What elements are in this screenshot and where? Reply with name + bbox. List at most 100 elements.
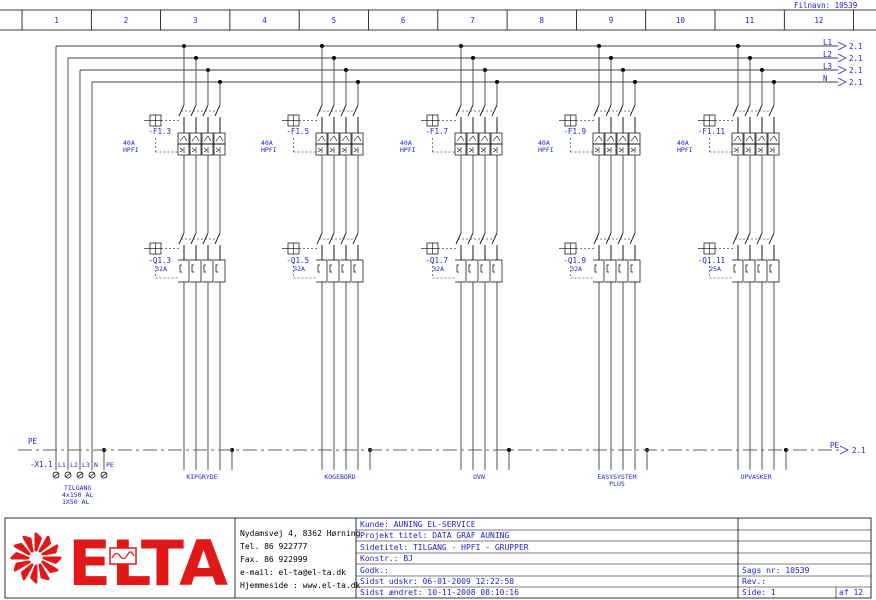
- column-number: 6: [401, 16, 406, 25]
- elta-logo-icon: ELTA: [10, 527, 228, 600]
- pe-arrow-icon: [839, 445, 849, 455]
- column-number: 8: [539, 16, 544, 25]
- rcd-name: -F1.11: [698, 127, 725, 136]
- column-number: 1: [54, 16, 59, 25]
- load-label: KIPGRYDE: [186, 473, 217, 481]
- breaker-rating: 25A: [709, 265, 721, 273]
- field-konstr: Konstr.: BJ: [360, 554, 413, 563]
- terminal-feeders: [55, 46, 106, 470]
- load-label: EASYSYSTEM: [597, 473, 636, 481]
- breaker-name: -Q1.7: [425, 256, 448, 265]
- arrow-icon: [837, 53, 847, 63]
- column-number: 7: [470, 16, 475, 25]
- terminal-label: N: [94, 461, 98, 469]
- terminal-name: -X1.1: [30, 460, 53, 469]
- field-projekt: Projekt titel: DATA GRAF AUNING: [360, 531, 509, 540]
- terminal-label: PE: [106, 461, 114, 469]
- busbar-label: L1: [823, 38, 832, 47]
- rcd-rating: 40A: [123, 139, 135, 147]
- terminal-note-3: 1X50 AL: [62, 498, 89, 506]
- column-number: 3: [193, 16, 198, 25]
- address-web: Hjemmeside : www.el-ta.dk: [240, 581, 361, 590]
- rcd-name: -F1.5: [286, 127, 309, 136]
- rcd-rating: 40A: [400, 139, 412, 147]
- address-street: Nydamsvej 4, 8362 Hørning: [240, 529, 361, 538]
- terminal-icon: [88, 471, 96, 479]
- rcd-rating: 40A: [261, 139, 273, 147]
- title-block: ELTA Nydamsvej 4, 8362 Hørning Tel. 86 9…: [4, 517, 872, 600]
- busbar-label: N: [823, 74, 828, 83]
- sags-nr: Sags nr: 10539: [742, 566, 810, 575]
- breaker-name: -Q1.5: [286, 256, 309, 265]
- column-number: 5: [332, 16, 337, 25]
- pe-ref: 2.1: [852, 446, 866, 455]
- arrow-icon: [837, 77, 847, 87]
- rcd-type: HPFI: [123, 146, 139, 154]
- groups: -F1.340AHPFI-Q1.332AKIPGRYDE-F1.540AHPFI…: [123, 44, 788, 488]
- address-tel: Tel. 86 922777: [240, 542, 308, 551]
- breaker-rating: 32A: [570, 265, 582, 273]
- busbar-label: L2: [823, 50, 832, 59]
- rcd-name: -F1.7: [425, 127, 448, 136]
- rcd-type: HPFI: [400, 146, 416, 154]
- load-label: PLUS: [609, 480, 625, 488]
- terminal-icon: [52, 471, 60, 479]
- breaker-name: -Q1.3: [148, 256, 171, 265]
- terminal-x1-1: -X1.1 L1 L2 L3 N PE TILGANG 4x150 AL 1X50 AL: [30, 460, 114, 506]
- terminal-label: L2: [70, 461, 78, 469]
- load-label: OPVASKER: [740, 473, 771, 481]
- file-name-label: Filnavn: 10539: [794, 1, 857, 10]
- terminal-label: L1: [58, 461, 66, 469]
- terminal-icon: [76, 471, 84, 479]
- field-aendret: Sidst ændret: 10-11-2008 08:10:16: [360, 588, 519, 597]
- rcd-rating: 40A: [677, 139, 689, 147]
- busbar-ref: 2.1: [849, 66, 863, 75]
- column-number: 9: [609, 16, 614, 25]
- column-number: 11: [745, 16, 754, 25]
- rcd-name: -F1.9: [563, 127, 586, 136]
- rcd-type: HPFI: [538, 146, 554, 154]
- busbar-label: L3: [823, 62, 832, 71]
- rcd-type: HPFI: [677, 146, 693, 154]
- terminal-note-1: TILGANG: [64, 484, 91, 492]
- terminal-icon: [100, 471, 108, 479]
- rev: Rev.:: [742, 577, 766, 586]
- breaker-name: -Q1.11: [698, 256, 725, 265]
- column-number: 4: [262, 16, 267, 25]
- address-fax: Fax. 86 922999: [240, 555, 308, 564]
- breaker-name: -Q1.9: [563, 256, 586, 265]
- load-label: OVN: [473, 473, 485, 481]
- field-udskr: Sidst udskr: 06-01-2009 12:22:58: [360, 577, 514, 586]
- busbar-ref: 2.1: [849, 78, 863, 87]
- pe-right-label: PE: [830, 441, 840, 450]
- page-total: af 12: [839, 588, 863, 597]
- column-number: 2: [124, 16, 129, 25]
- terminal-note-2: 4x150 AL: [62, 491, 93, 499]
- breaker-rating: 32A: [293, 265, 305, 273]
- column-number: 12: [814, 16, 823, 25]
- arrow-icon: [837, 65, 847, 75]
- field-kunde: Kunde: AUNING EL-SERVICE: [360, 520, 476, 529]
- address-email: e-mail: el-ta@el-ta.dk: [240, 568, 346, 577]
- load-label: KOGEBORD: [324, 473, 355, 481]
- busbar-ref: 2.1: [849, 54, 863, 63]
- pe-label: PE: [28, 437, 38, 446]
- logo-text: ELTA: [68, 527, 228, 600]
- breaker-rating: 32A: [432, 265, 444, 273]
- pe-rail: PE PE 2.1: [18, 437, 866, 455]
- terminal-label: L3: [82, 461, 90, 469]
- terminal-icon: [64, 471, 72, 479]
- breaker-rating: 32A: [155, 265, 167, 273]
- field-godk: Godk.:: [360, 566, 389, 575]
- field-sidetitel: Sidetitel: TILGANG - HPFI - GRUPPER: [360, 543, 529, 552]
- arrow-icon: [837, 41, 847, 51]
- rcd-type: HPFI: [261, 146, 277, 154]
- rcd-name: -F1.3: [148, 127, 171, 136]
